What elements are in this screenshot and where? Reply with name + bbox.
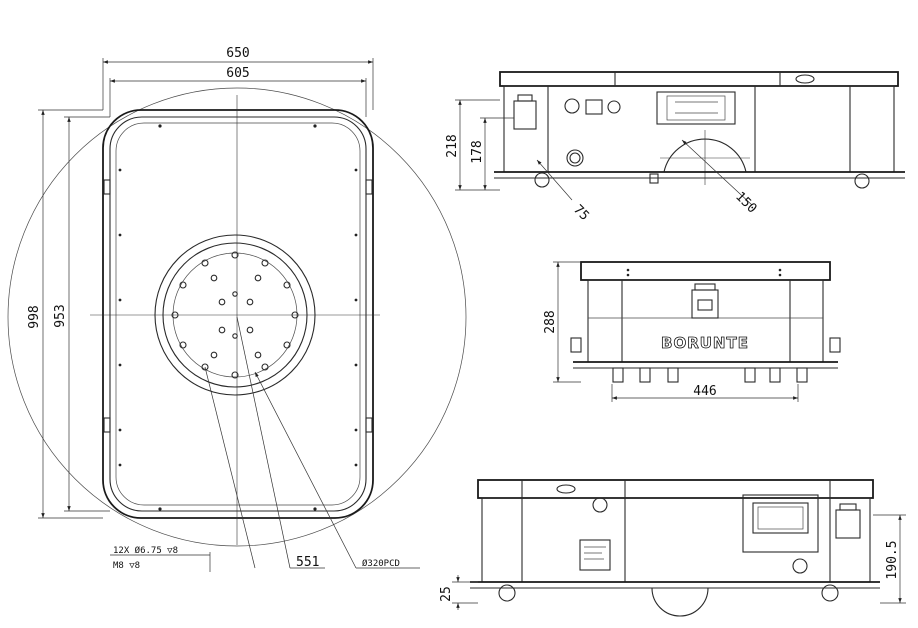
note-holes-line2: M8 ▽8 [113, 561, 140, 571]
rear-port [592, 497, 608, 513]
dim-turn-radius: 150 [732, 189, 759, 216]
front-view: BORUNTE 288 446 [543, 261, 841, 402]
body-panel [115, 122, 361, 506]
edge-holes [118, 124, 358, 511]
front-sensor [691, 289, 719, 319]
dim-front-width: 446 [693, 384, 716, 399]
rear-body [481, 497, 871, 583]
dim-side-total: 218 [445, 134, 460, 157]
rear-screen [752, 502, 809, 534]
dim-top-width-inner: 605 [226, 66, 249, 81]
dim-wheel-radius: 75 [570, 202, 592, 224]
rear-caster [821, 584, 839, 602]
side-body [503, 85, 895, 173]
caster-wheel [854, 173, 870, 189]
dim-pcd: Ø320PCD [362, 558, 400, 569]
front-top-plate [580, 261, 831, 281]
dim-front-height: 288 [543, 310, 558, 333]
rear-screen-frame [742, 494, 819, 553]
top-view: 650 605 998 953 551 Ø320PCD 12X Ø6.75 ▽8… [7, 46, 467, 572]
body-outline [102, 109, 374, 519]
side-view: 218 178 75 150 [445, 71, 905, 224]
sweep-circle [7, 87, 467, 547]
rear-sensor [835, 509, 861, 539]
front-wheels [612, 367, 808, 383]
turntable-outer [154, 234, 316, 396]
side-connector [585, 99, 603, 115]
side-tab [365, 179, 373, 195]
dim-top-width-outer: 650 [226, 46, 249, 61]
side-tab [103, 417, 111, 433]
rear-label-plate [579, 539, 611, 571]
rear-drive-wheel [651, 587, 709, 617]
rear-button [792, 558, 808, 574]
dim-radius-551: 551 [296, 555, 319, 570]
dim-top-height-inner: 953 [53, 304, 68, 327]
turntable-inner [162, 242, 308, 388]
rear-latch [556, 484, 576, 494]
pcd-circle [172, 252, 298, 378]
dim-rear-clearance: 25 [439, 586, 454, 602]
side-port [564, 98, 580, 114]
side-sensor [513, 100, 537, 130]
side-port-lower [566, 149, 584, 167]
caster-wheel [534, 172, 550, 188]
turntable-holes [171, 251, 299, 379]
side-top-plate [499, 71, 899, 87]
side-tab [103, 179, 111, 195]
note-holes-line1: 12X Ø6.75 ▽8 [113, 545, 178, 556]
side-latch [795, 74, 815, 84]
body-inner-outline [109, 116, 367, 512]
brand-logo: BORUNTE [661, 334, 749, 352]
dim-rear-height: 190.5 [885, 540, 900, 579]
rear-caster [498, 584, 516, 602]
dim-side-body: 178 [470, 140, 485, 163]
side-plate-bracket [656, 91, 736, 125]
dim-top-height-outer: 998 [27, 305, 42, 328]
side-tab [365, 417, 373, 433]
rear-view: 25 190.5 [439, 479, 906, 617]
